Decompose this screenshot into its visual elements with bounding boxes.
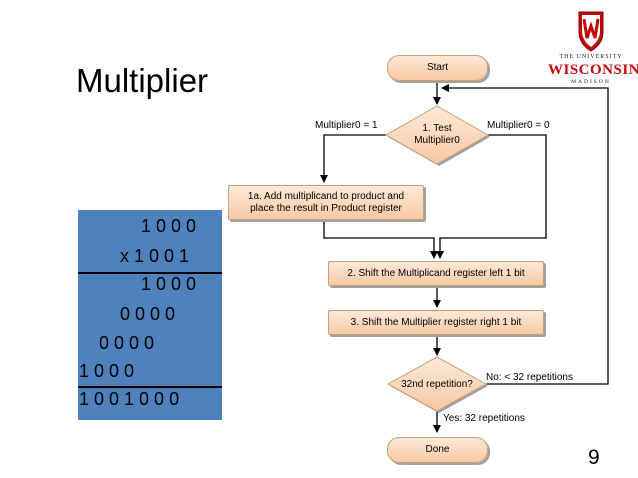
step-3-box: 3. Shift the Multiplier register right 1… [328,310,544,335]
arrow-1a-to-step2 [323,222,438,259]
done-terminal: Done [387,437,488,463]
mult-row-partial-3: 0 0 0 0 [99,333,155,353]
step-1a-line2: place the result in Product register [250,202,402,214]
mult-row-partial-2: 0 0 0 0 [120,304,176,324]
test-multiplier-label: 1. Test Multiplier0 [396,123,478,147]
multiplication-panel: 1 0 0 0 x 1 0 0 1 1 0 0 0 0 0 0 0 0 0 0 … [78,210,222,420]
step-1a-box: 1a. Add multiplicand to product and plac… [228,185,424,220]
mult-row-product: 1 0 0 1 0 0 0 [79,389,180,409]
page-number: 9 [588,446,600,469]
repetition-diamond [386,356,488,412]
mult-row-partial-1: 1 0 0 0 [141,274,197,294]
mult-divider-bottom [78,386,222,388]
yes-branch-label: Yes: 32 repetitions [443,413,525,424]
mult-divider-top [78,272,222,274]
no-branch-label: No: < 32 repetitions [486,372,573,383]
arrow-branch-right [436,134,547,259]
arrow-no-loop [441,84,609,385]
done-label: Done [425,444,450,455]
branch-label-right: Multiplier0 = 0 [487,120,550,131]
logo-text-university: THE UNIVERSITY [559,54,623,60]
logo-text-wisconsin: WISCONSIN [548,62,638,78]
branch-label-left: Multiplier0 = 1 [315,120,378,131]
arrow-branch-left [320,134,386,183]
slide-title: Multiplier [76,62,209,99]
university-logo: THE UNIVERSITY WISCONSIN MADISON [548,10,638,88]
step-3-label: 3. Shift the Multiplier register right 1… [350,316,522,328]
step-2-box: 2. Shift the Multiplicand register left … [328,261,544,286]
start-label: Start [426,62,449,73]
test-diamond [384,105,490,165]
crest-icon [578,11,604,52]
step-1a-line1: 1a. Add multiplicand to product and [247,190,405,202]
test-label-line1: 1. Test [422,123,452,134]
mult-row-multiplicand: 1 0 0 0 [141,216,197,236]
start-terminal: Start [387,55,488,81]
repetition-label: 32nd repetition? [401,379,473,390]
test-label-line2: Multiplier0 [414,135,460,146]
mult-row-multiplier: x 1 0 0 1 [120,246,190,266]
logo-text-madison: MADISON [571,79,611,85]
step-2-label: 2. Shift the Multiplicand register left … [347,267,525,279]
mult-row-partial-4: 1 0 0 0 [79,361,135,381]
